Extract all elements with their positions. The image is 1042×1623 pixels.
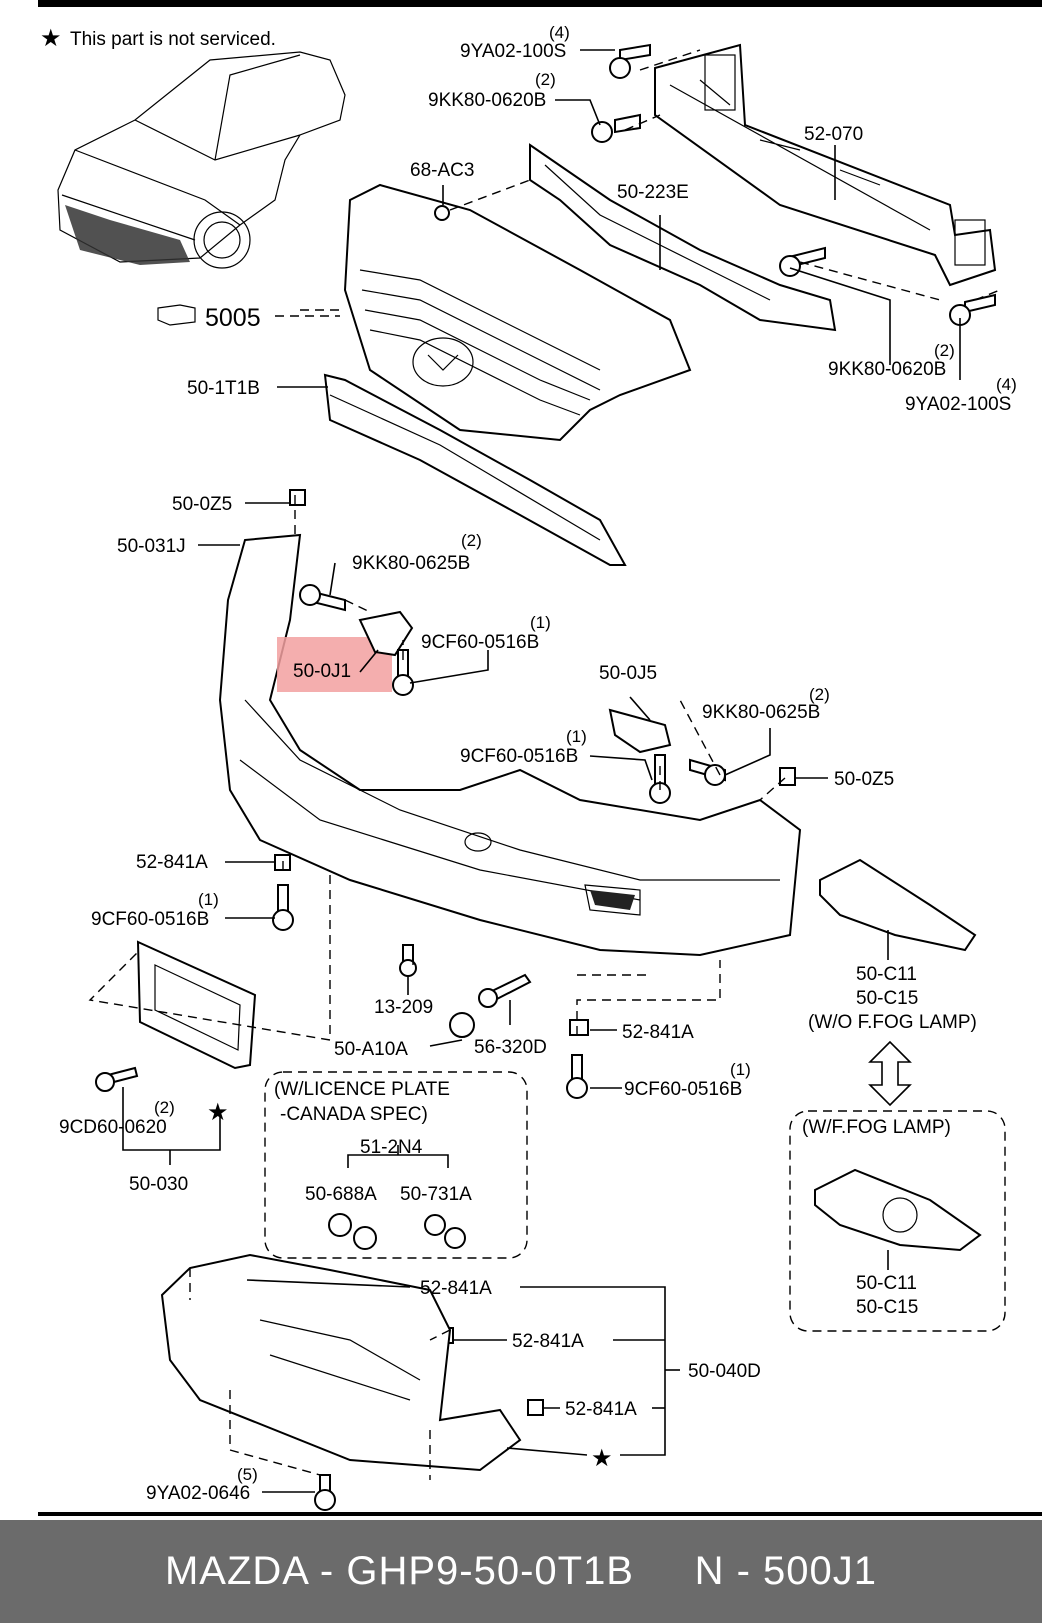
part-label: 9CF60-0516B bbox=[624, 1079, 742, 1100]
star-icon: ★ bbox=[591, 1444, 613, 1472]
footer-reference: N - 500J1 bbox=[694, 1549, 877, 1593]
part-label: 52-841A bbox=[512, 1331, 584, 1352]
qty-label: (2) bbox=[809, 685, 830, 704]
part-label: 50-1T1B bbox=[187, 378, 260, 399]
qty-label: (1) bbox=[730, 1060, 751, 1079]
side-bracket-50-0J5 bbox=[608, 708, 672, 754]
qty-label: (5) bbox=[237, 1465, 258, 1484]
qty-label: (1) bbox=[198, 890, 219, 909]
part-label: (W/O F.FOG LAMP) bbox=[808, 1012, 977, 1033]
box-label: (W/LICENCE PLATE bbox=[274, 1079, 450, 1100]
part-label: 50-031J bbox=[117, 536, 186, 557]
part-label: 50-030 bbox=[129, 1174, 188, 1195]
part-label: 9KK80-0625B bbox=[702, 702, 820, 723]
part-label: 9YA02-100S bbox=[905, 394, 1011, 415]
part-label: 9KK80-0620B bbox=[428, 90, 546, 111]
part-label: 50-C15 bbox=[856, 1297, 918, 1318]
part-label: 50-A10A bbox=[334, 1039, 408, 1060]
reference-lines bbox=[88, 49, 1001, 1480]
qty-label: (4) bbox=[549, 23, 570, 42]
part-label: 9YA02-100S bbox=[460, 41, 566, 62]
box-label: (W/F.FOG LAMP) bbox=[802, 1117, 951, 1138]
part-label: 50-0Z5 bbox=[172, 494, 232, 515]
engine-under-cover bbox=[160, 1253, 522, 1472]
fasteners bbox=[95, 43, 996, 1511]
part-label: 50-0J1 bbox=[293, 661, 351, 682]
qty-label: (2) bbox=[934, 341, 955, 360]
qty-label: (2) bbox=[535, 70, 556, 89]
part-number-footer: MAZDA - GHP9-50-0T1B N - 500J1 bbox=[0, 1520, 1042, 1623]
part-labels: (4) 9YA02-100S (2) 9KK80-0620B 68-AC3 52… bbox=[59, 23, 1017, 1504]
part-label: 50-C11 bbox=[856, 1273, 917, 1294]
part-label: 9CD60-0620 bbox=[59, 1117, 167, 1138]
leader-lines bbox=[122, 49, 961, 1493]
energy-absorber bbox=[529, 143, 837, 332]
qty-label: (2) bbox=[154, 1098, 175, 1117]
part-label: 9CF60-0516B bbox=[91, 909, 209, 930]
part-label: 52-841A bbox=[136, 852, 208, 873]
part-label: 50-0J5 bbox=[599, 663, 657, 684]
footer-spacer bbox=[634, 1549, 695, 1594]
not-serviced-note: ★ This part is not serviced. bbox=[40, 24, 276, 52]
part-label: 50-731A bbox=[400, 1184, 472, 1205]
fog-cover-with-lamp bbox=[814, 1168, 982, 1252]
part-label: 50-040D bbox=[688, 1361, 761, 1382]
note-text: This part is not serviced. bbox=[70, 29, 276, 50]
part-label: 9KK80-0620B bbox=[828, 359, 946, 380]
part-label: 13-209 bbox=[374, 997, 433, 1018]
footer-part-number: MAZDA - GHP9-50-0T1B bbox=[164, 1549, 634, 1593]
bumper-reinforcement bbox=[654, 43, 997, 287]
part-label: 9KK80-0625B bbox=[352, 553, 470, 574]
clip-50-688A bbox=[328, 1213, 352, 1237]
part-label: 52-070 bbox=[804, 124, 863, 145]
part-label: 50-C15 bbox=[856, 988, 918, 1009]
grille-lower-molding bbox=[323, 373, 627, 566]
part-label: 56-320D bbox=[474, 1037, 547, 1058]
bottom-border bbox=[38, 1512, 1042, 1516]
swap-arrow-icon bbox=[868, 1040, 912, 1107]
part-label: 52-841A bbox=[420, 1278, 492, 1299]
front-bumper-fascia bbox=[218, 533, 802, 957]
part-label: 52-841A bbox=[565, 1399, 637, 1420]
fog-cover-without-lamp bbox=[819, 858, 977, 952]
part-label: 50-223E bbox=[617, 182, 689, 203]
part-label: 9YA02-0646 bbox=[146, 1483, 250, 1504]
hand-pointer-icon bbox=[157, 304, 196, 326]
part-label: 68-AC3 bbox=[410, 160, 474, 181]
qty-label: (2) bbox=[461, 531, 482, 550]
licence-plate-box bbox=[264, 1071, 528, 1259]
box-label: -CANADA SPEC) bbox=[280, 1104, 428, 1125]
part-label: 50-688A bbox=[305, 1184, 377, 1205]
part-label: 50-C11 bbox=[856, 964, 917, 985]
part-label: 52-841A bbox=[622, 1022, 694, 1043]
part-label: 51-2N4 bbox=[360, 1137, 423, 1158]
car-illustration bbox=[57, 51, 346, 269]
radiator-grille bbox=[343, 183, 692, 442]
part-label: 9CF60-0516B bbox=[460, 746, 578, 767]
parts-diagram: ★ This part is not serviced. bbox=[38, 0, 1042, 1516]
licence-plate-bracket bbox=[136, 940, 257, 1070]
part-label: 9CF60-0516B bbox=[421, 632, 539, 653]
qty-label: (1) bbox=[530, 613, 551, 632]
star-icon: ★ bbox=[40, 24, 62, 52]
qty-label: (1) bbox=[566, 727, 587, 746]
top-border bbox=[38, 0, 1042, 7]
qty-label: (4) bbox=[996, 375, 1017, 394]
part-label: 5005 bbox=[205, 304, 261, 332]
part-label: 50-0Z5 bbox=[834, 769, 894, 790]
star-icon: ★ bbox=[207, 1098, 229, 1126]
clip-50-731A bbox=[424, 1214, 446, 1236]
